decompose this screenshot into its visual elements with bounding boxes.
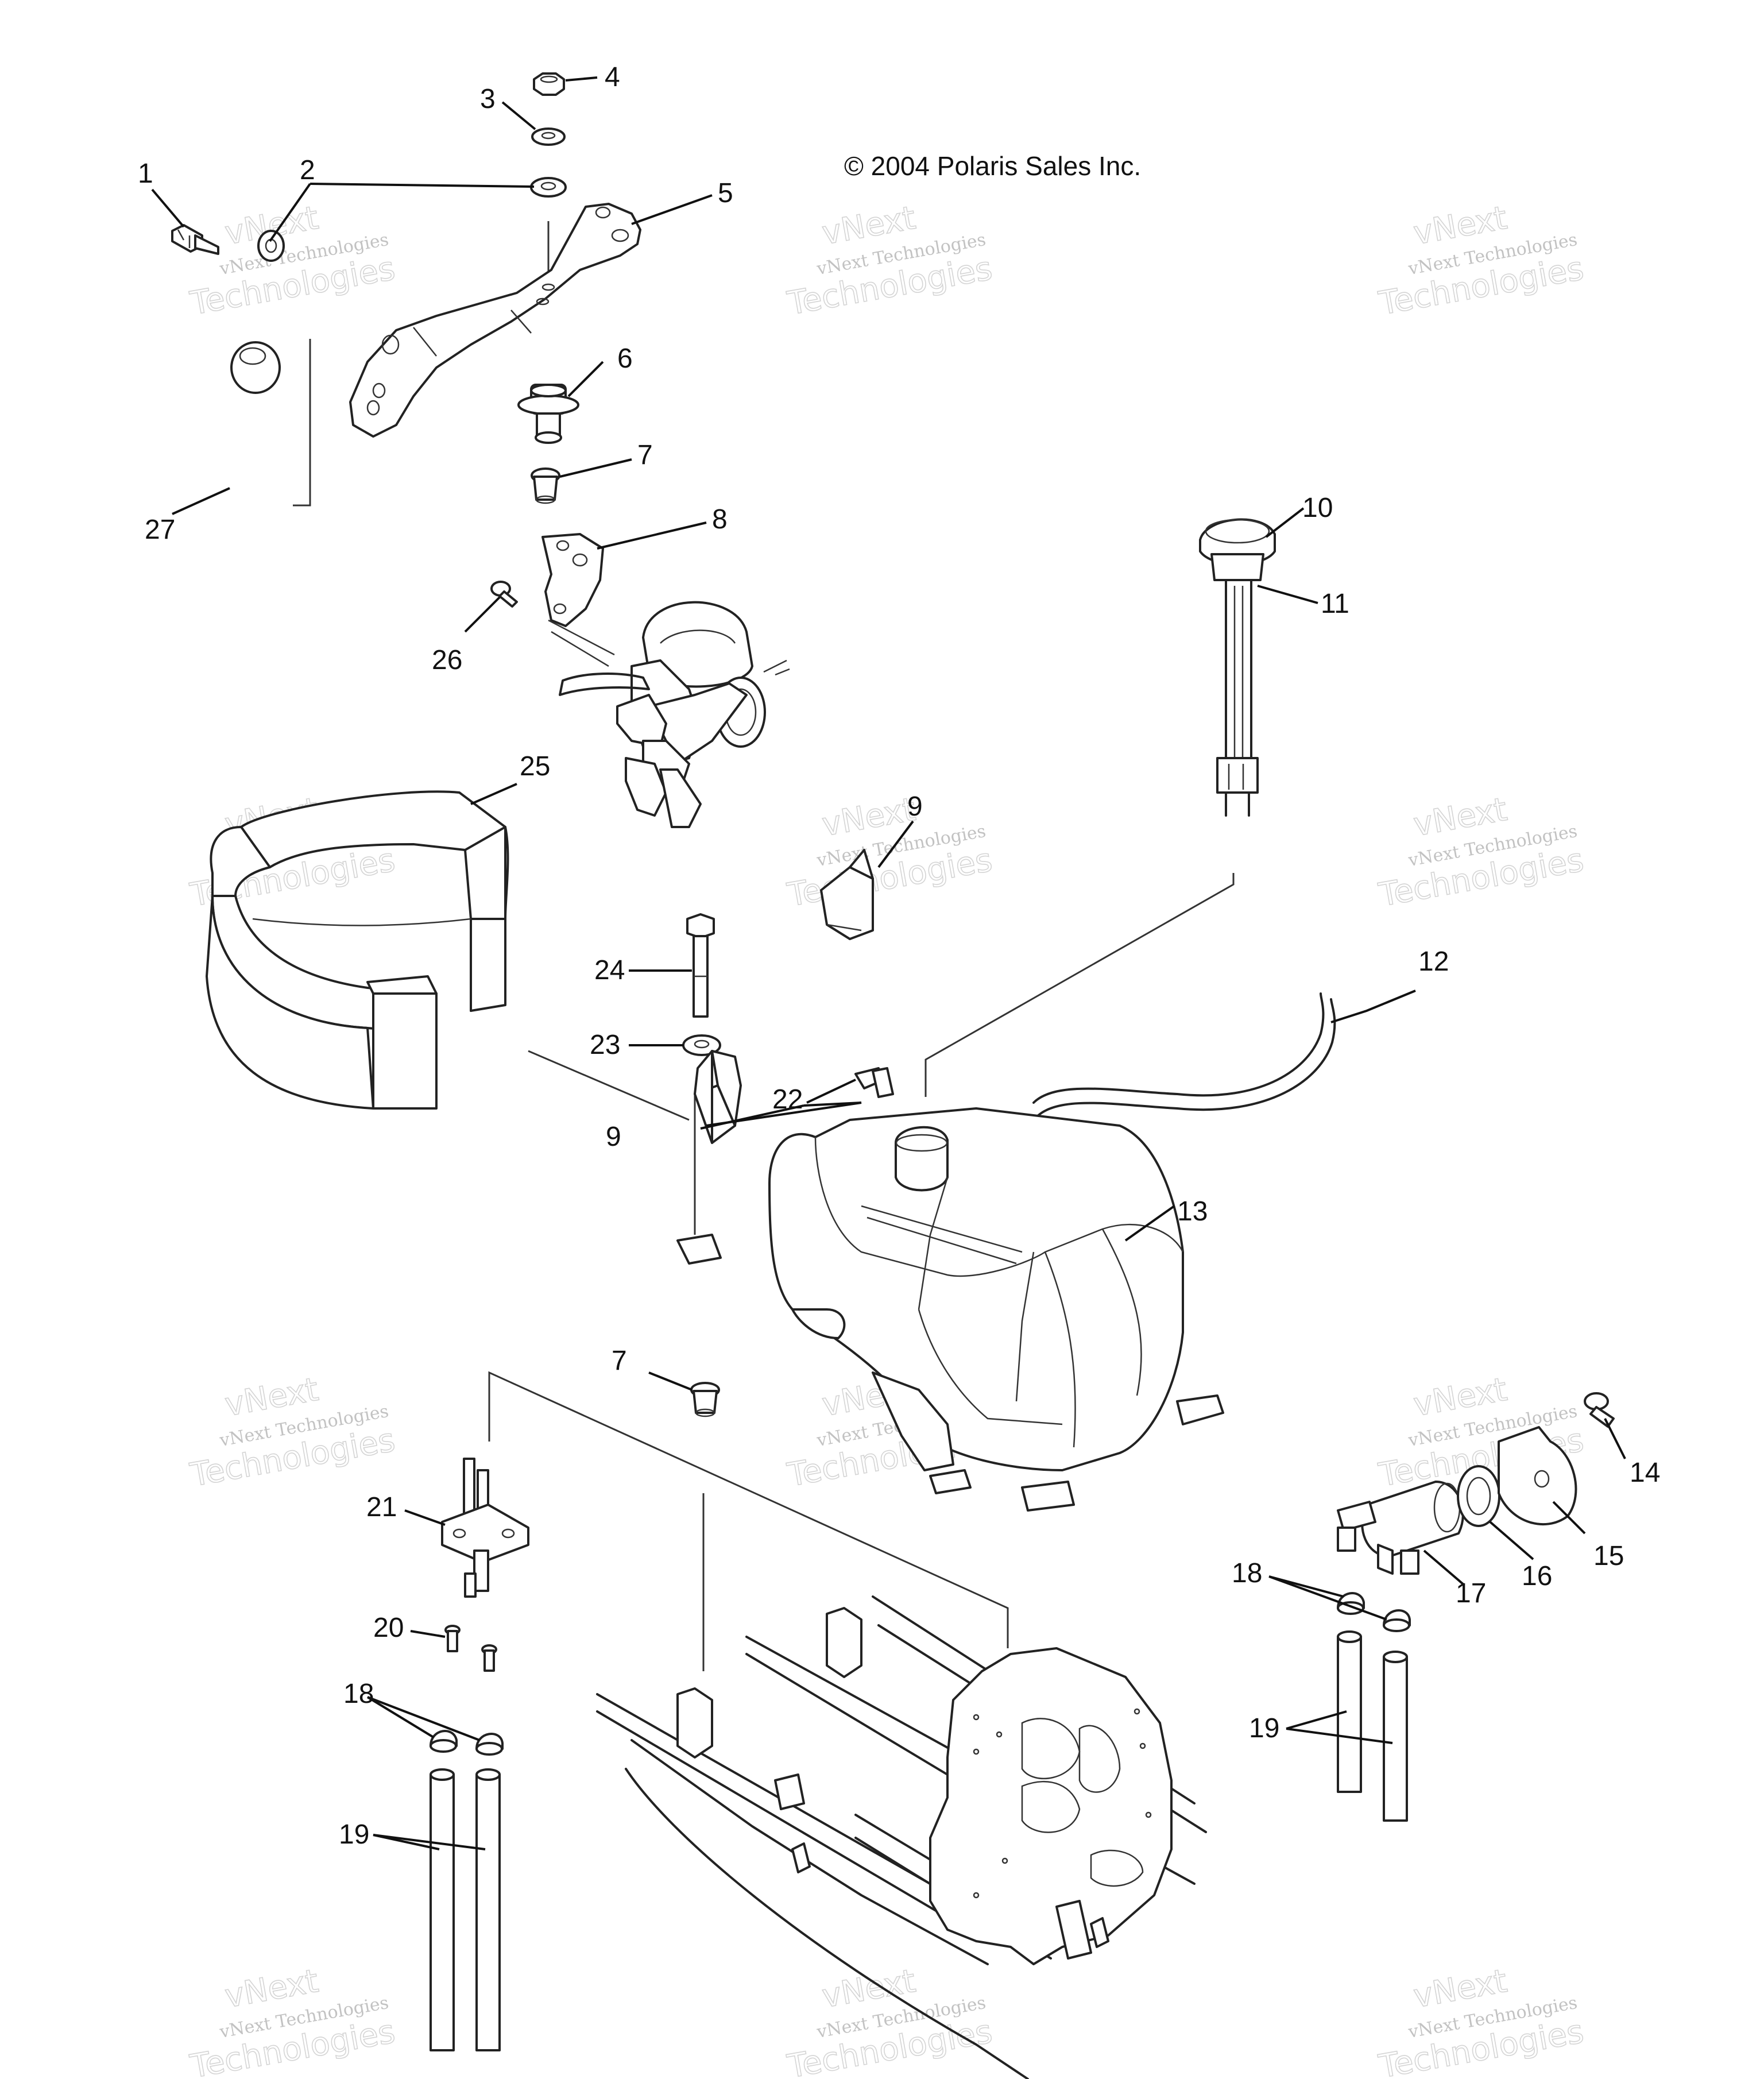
- callout-17: 17: [1456, 1578, 1486, 1609]
- watermark-5: vNext vNext Technologies Technologies: [784, 790, 995, 914]
- callout-18b: 18: [1232, 1558, 1262, 1589]
- callout-11: 11: [1321, 589, 1349, 619]
- part-screw-14: [1584, 1392, 1615, 1428]
- watermark-1: vNext vNext Technologies Technologies: [187, 199, 398, 323]
- part-screws-20: [444, 1625, 497, 1672]
- part-bolt-26: [490, 581, 518, 608]
- callout-23: 23: [590, 1030, 620, 1060]
- part-tubes-19a: [430, 1768, 501, 2051]
- part-clip-9b: [694, 1050, 742, 1144]
- copyright-notice: © 2004 Polaris Sales Inc.: [844, 151, 1141, 181]
- part-clip-9a: [820, 849, 874, 940]
- callout-19b: 19: [1249, 1713, 1279, 1744]
- part-fuel-pump-17: [1337, 1481, 1464, 1575]
- callout-25: 25: [520, 751, 550, 782]
- callout-2: 2: [300, 155, 315, 186]
- watermark-11: vNext vNext Technologies Technologies: [784, 1962, 995, 2079]
- callout-7b: 7: [612, 1346, 627, 1376]
- part-fuel-valve-21: [441, 1458, 529, 1598]
- callout-21: 21: [366, 1492, 397, 1522]
- callout-18a: 18: [343, 1679, 374, 1709]
- part-frame: [596, 1595, 1207, 2079]
- callout-5: 5: [718, 178, 733, 208]
- part-bushing-7: [531, 467, 560, 504]
- callout-7: 7: [637, 440, 653, 470]
- part-foam-pad-25: [206, 790, 509, 1110]
- callout-8: 8: [712, 504, 728, 535]
- part-caps-18b: [1337, 1592, 1411, 1632]
- part-fuel-cap-10: [1199, 518, 1276, 581]
- part-lock-washer-3: [531, 127, 566, 146]
- callout-27: 27: [145, 515, 175, 545]
- callout-26: 26: [432, 645, 462, 675]
- part-carburetor: [548, 601, 790, 828]
- callout-6: 6: [617, 343, 633, 374]
- callout-4: 4: [605, 62, 620, 92]
- watermark-6: vNext vNext Technologies Technologies: [1375, 790, 1587, 914]
- part-fitting-22: [854, 1067, 894, 1098]
- leader-lines: [151, 76, 1626, 1850]
- watermark-7: vNext vNext Technologies Technologies: [187, 1370, 398, 1494]
- part-washer-2b: [530, 177, 567, 198]
- part-bushing-7b: [690, 1382, 720, 1417]
- part-bracket-5: [349, 203, 641, 438]
- callout-10: 10: [1302, 493, 1333, 523]
- part-nut-4: [533, 72, 565, 96]
- callout-20: 20: [373, 1613, 404, 1643]
- callout-15: 15: [1593, 1541, 1624, 1571]
- watermark-12: vNext vNext Technologies Technologies: [1375, 1962, 1587, 2079]
- callout-24: 24: [594, 955, 625, 986]
- part-fuel-gauge-11: [1216, 579, 1259, 817]
- part-bolt-24: [686, 913, 715, 1018]
- part-washer-2: [257, 230, 285, 262]
- part-gasket-16: [1457, 1465, 1500, 1527]
- part-bolt-1: [171, 224, 219, 255]
- callout-1: 1: [138, 159, 153, 189]
- part-damper-6: [517, 384, 579, 444]
- watermark-2: vNext vNext Technologies Technologies: [784, 199, 995, 323]
- part-fuel-tank-13: [676, 1107, 1224, 1512]
- callout-19a: 19: [339, 1819, 369, 1850]
- callout-3: 3: [480, 84, 496, 114]
- callout-12: 12: [1418, 946, 1449, 977]
- part-tubes-19b: [1337, 1630, 1408, 1822]
- part-plate-8: [541, 533, 604, 627]
- callout-13: 13: [1177, 1196, 1208, 1227]
- callout-16: 16: [1522, 1561, 1552, 1591]
- part-cap-27: [230, 341, 281, 394]
- part-caps-18a: [430, 1730, 504, 1756]
- watermark-3: vNext vNext Technologies Technologies: [1375, 199, 1587, 323]
- callout-14: 14: [1630, 1458, 1660, 1488]
- callout-9b: 9: [606, 1122, 621, 1152]
- part-hose-12: [1032, 992, 1325, 1104]
- callouts: 1 2 3 4 5 6 7 8 9 9 10 11 12 13 14 15 16…: [138, 62, 1660, 1850]
- callout-9a: 9: [907, 791, 923, 822]
- callout-22: 22: [772, 1084, 803, 1115]
- watermark-10: vNext vNext Technologies Technologies: [187, 1962, 398, 2079]
- assembly-lines: [293, 221, 1235, 1671]
